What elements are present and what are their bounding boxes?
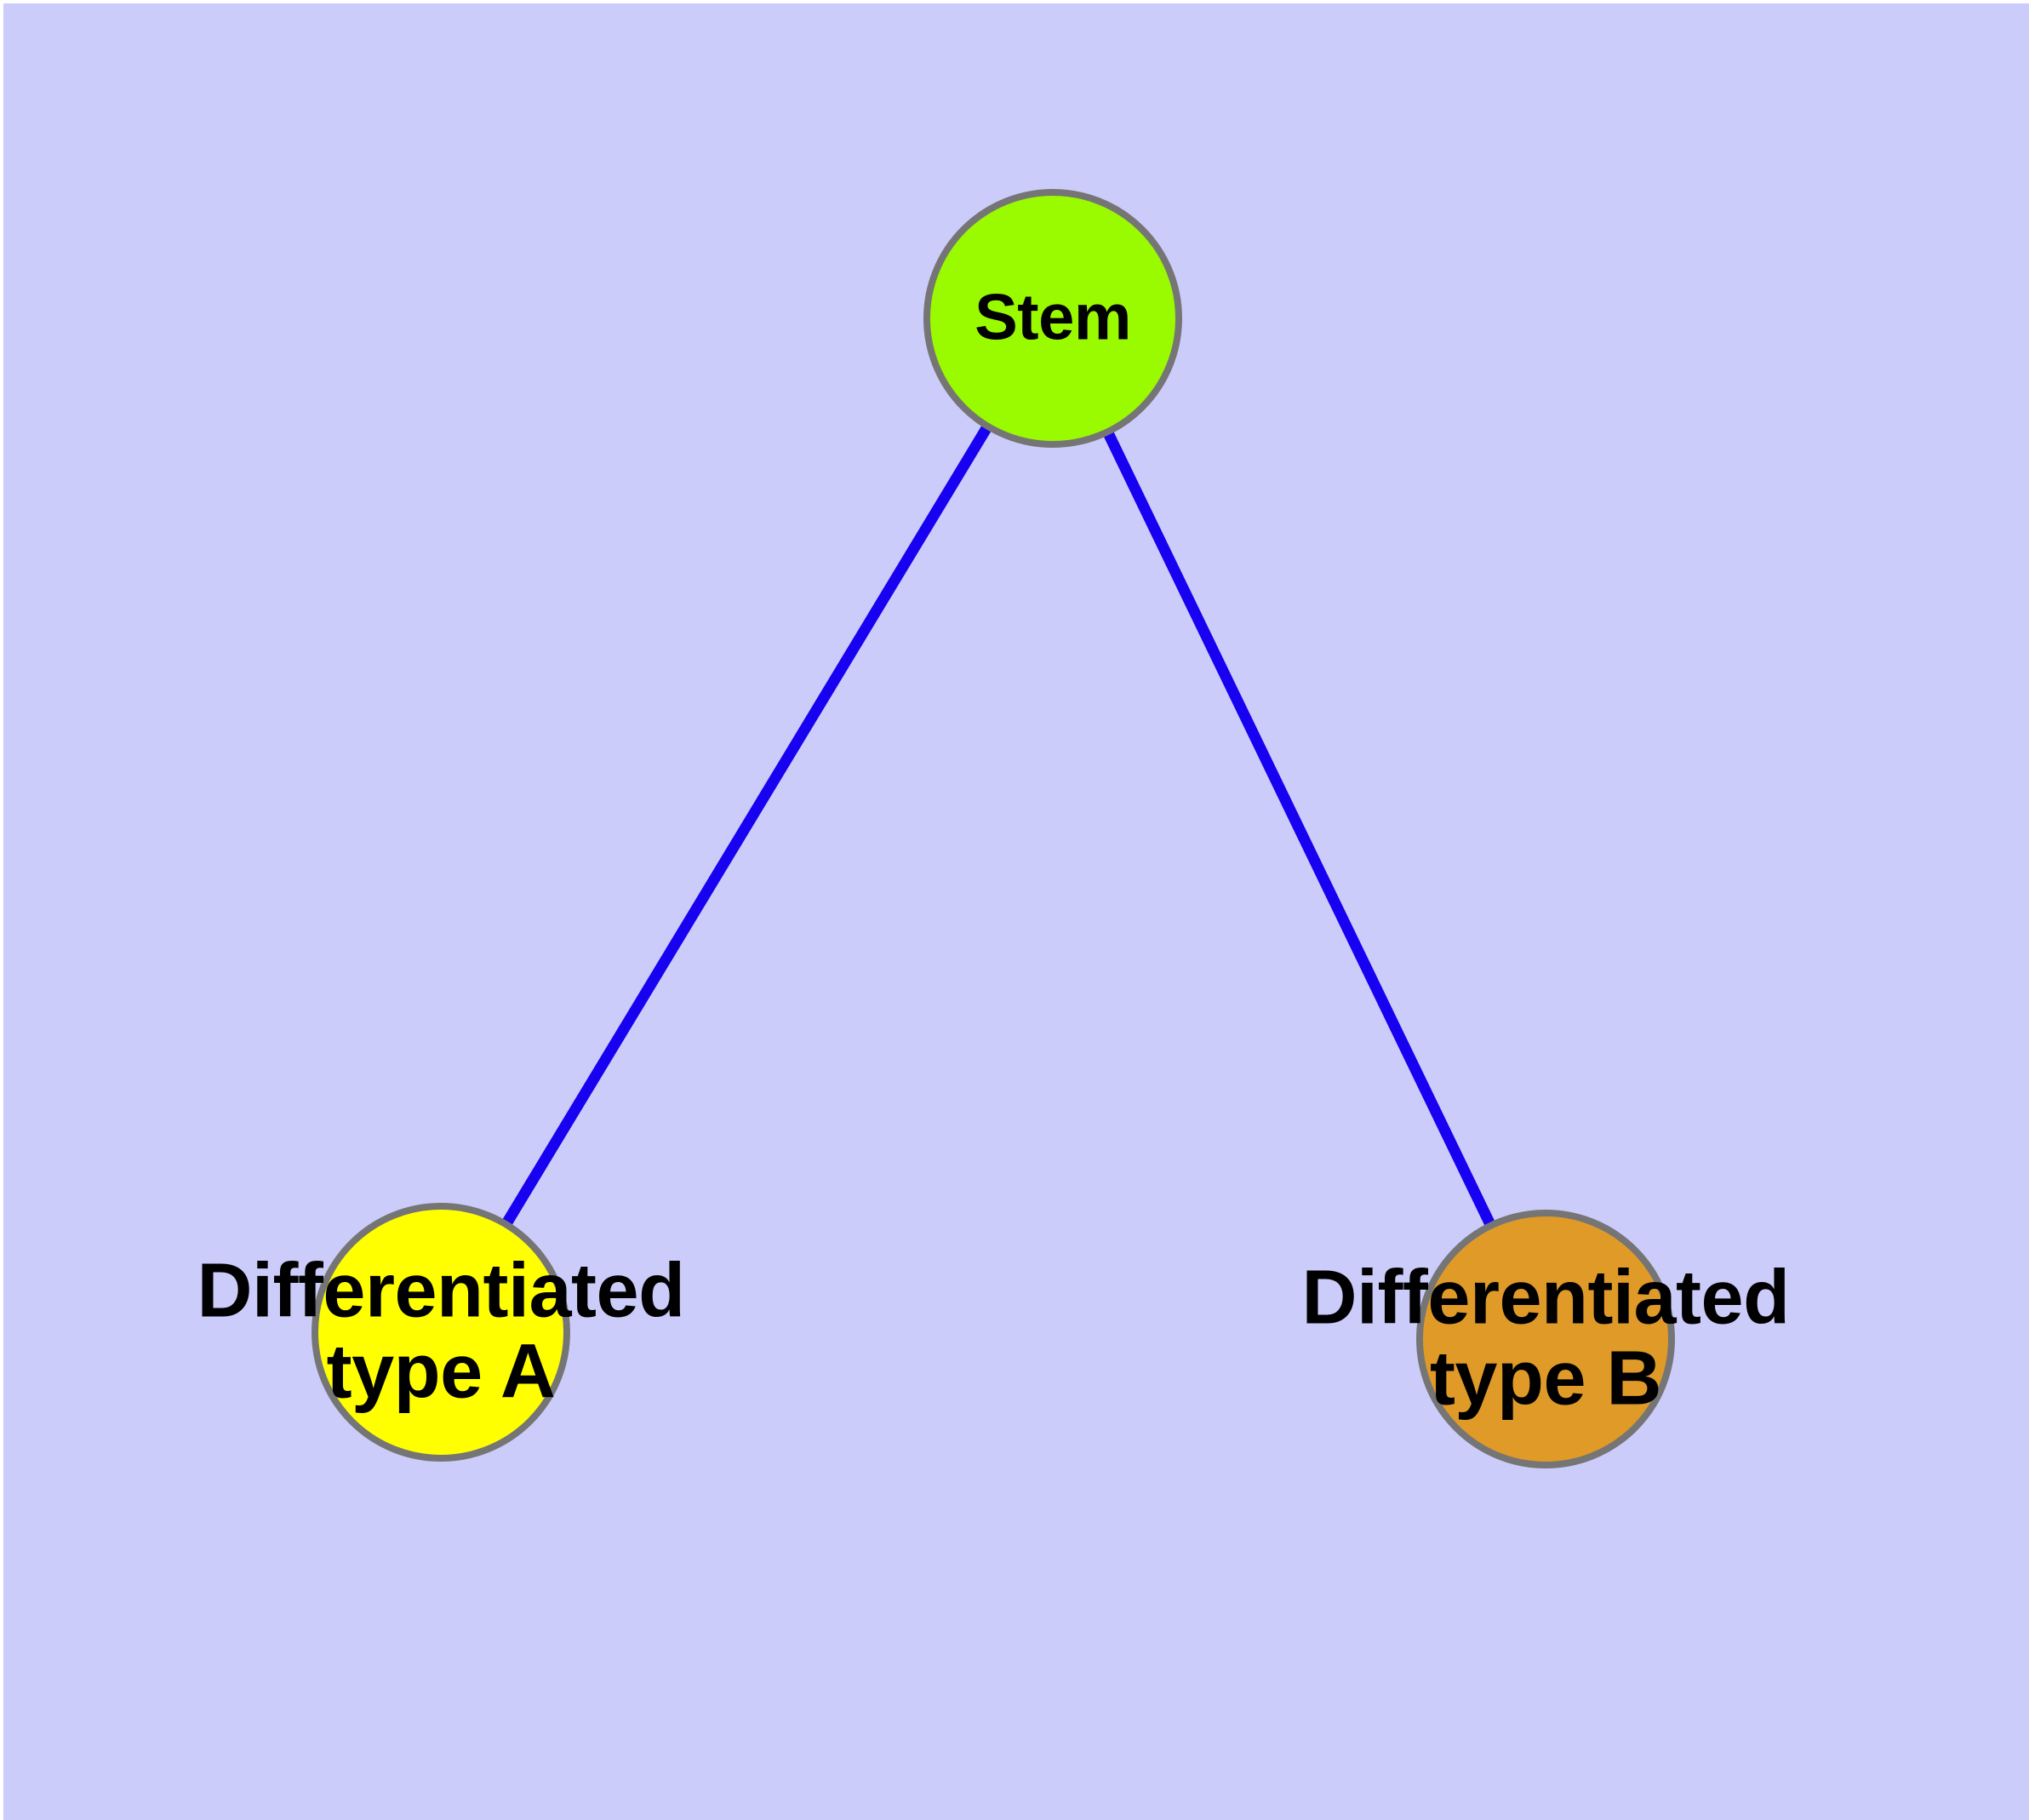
graph-node-stem[interactable] xyxy=(923,189,1182,448)
edges-group xyxy=(501,425,1495,1227)
nodes-group xyxy=(311,189,1675,1468)
graph-node-diff_a[interactable] xyxy=(311,1203,570,1462)
graph-edge-stem-diff_a xyxy=(501,425,992,1226)
graph-node-diff_b[interactable] xyxy=(1416,1210,1675,1468)
graph-edge-stem-diff_b xyxy=(1103,431,1495,1227)
